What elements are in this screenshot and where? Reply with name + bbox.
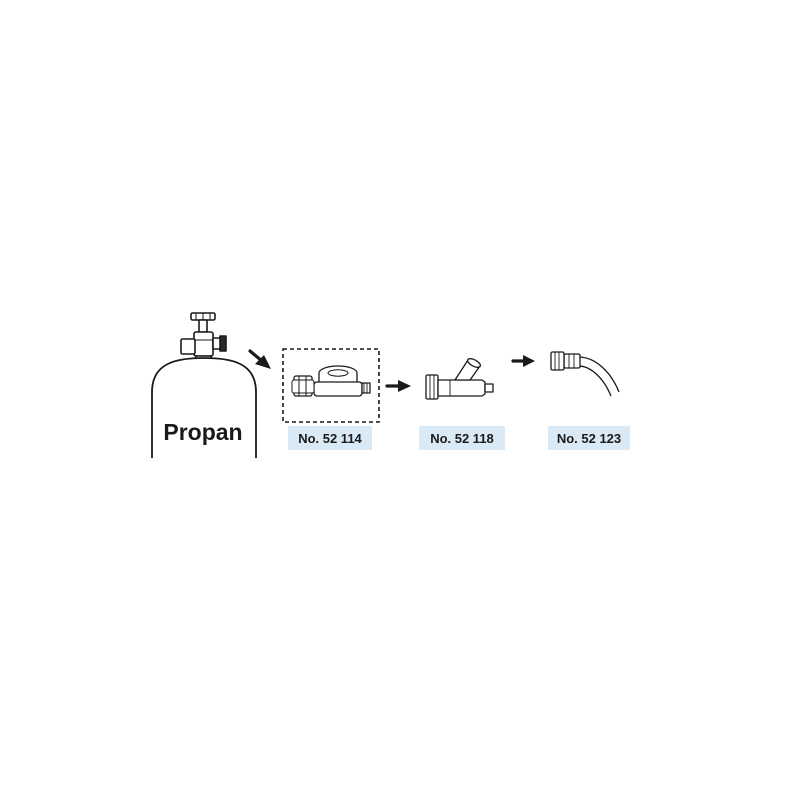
valve-outlet-thread [219, 335, 227, 352]
part-label-bg-3 [548, 426, 630, 450]
part-label-3: No. 52 123 [557, 431, 621, 446]
valve-left-boss [180, 338, 196, 355]
hose-illustration [550, 351, 620, 397]
valve-stem [198, 319, 208, 333]
part-label-2: No. 52 118 [430, 431, 494, 446]
regulator-dashed-frame [282, 348, 380, 423]
connector-illustration [425, 358, 494, 400]
part-label-bg-2 [419, 426, 505, 450]
propane-cylinder [151, 312, 257, 458]
part-label-1: No. 52 114 [298, 431, 362, 446]
regulator-illustration [291, 365, 371, 397]
arrow-3 [511, 355, 535, 367]
cylinder-label: Propan [163, 419, 242, 445]
arrow-2 [385, 380, 411, 392]
cylinder-body [151, 357, 257, 458]
valve-body [193, 331, 214, 357]
part-label-bg-1 [288, 426, 372, 450]
arrow-1 [248, 349, 271, 369]
